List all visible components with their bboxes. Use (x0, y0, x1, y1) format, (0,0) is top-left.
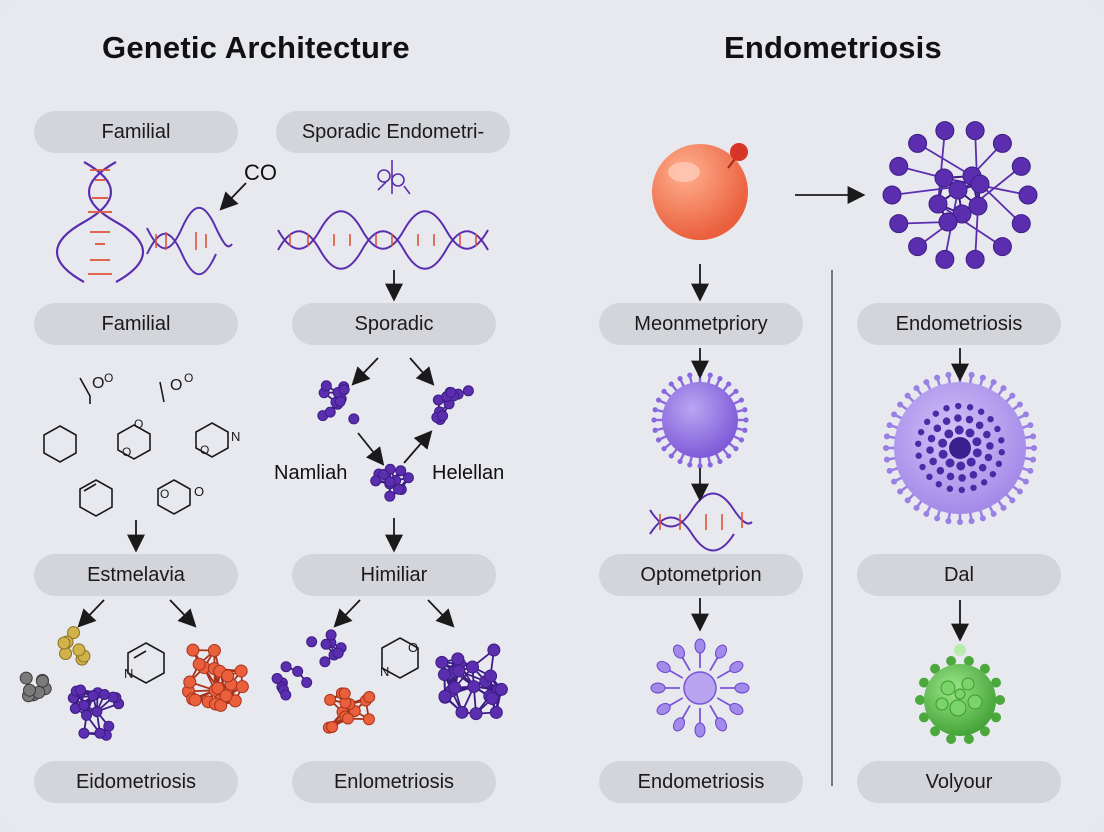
molecule-cluster (431, 385, 474, 425)
green-cell-icon (915, 644, 1005, 744)
title-endometriosis: Endometriosis (724, 30, 942, 65)
small-molecule-icon (377, 160, 411, 195)
pill-eidometriosis: Eidometriosis (34, 761, 238, 803)
molecule-cluster (306, 629, 347, 668)
svg-text:N: N (380, 664, 389, 679)
svg-text:O: O (200, 443, 209, 457)
molecule-clusters (19, 380, 508, 741)
purple-molecule-network (882, 121, 1038, 269)
helellan-label: Helellan (432, 462, 505, 484)
pill-dal: Dal (857, 554, 1061, 596)
molecule-cluster (182, 643, 249, 712)
flow-arrows (77, 182, 969, 642)
svg-text:O: O (408, 640, 418, 655)
pill-optometprion: Optometprion (599, 554, 803, 596)
molecule-cluster (370, 463, 414, 502)
pill-sporadic: Sporadic (292, 303, 496, 345)
svg-text:N: N (231, 429, 240, 444)
pill-meonmetpriory: Meonmetpriory (599, 303, 803, 345)
dna-vertical-icon (56, 161, 144, 283)
dna-right-icon (649, 492, 753, 552)
molecule-cluster (67, 684, 125, 741)
pill-volyour: Volyour (857, 761, 1061, 803)
pill-familial-top: Familial (34, 111, 238, 153)
pill-himiliar: Himiliar (292, 554, 496, 596)
pill-sporadic-top: Sporadic Endometri- (276, 111, 510, 153)
svg-text:N: N (124, 666, 133, 681)
pill-familial: Familial (34, 303, 238, 345)
svg-text:O: O (160, 487, 169, 501)
svg-text:O: O (92, 375, 104, 392)
svg-text:O: O (170, 377, 182, 394)
chemical-structures: O O O O O O N O O O N O N (43, 371, 419, 684)
svg-text:O: O (194, 484, 204, 499)
radial-cell-icon (650, 638, 750, 738)
molecule-cluster (19, 671, 52, 703)
svg-text:O: O (104, 371, 113, 385)
molecule-cluster (435, 643, 508, 721)
co-label: CO (244, 160, 277, 185)
pill-endometriosis-right-bottom: Endometriosis (599, 761, 803, 803)
title-genetic-architecture: Genetic Architecture (102, 30, 410, 65)
purple-virus-icon (651, 371, 749, 469)
molecule-cluster (322, 687, 376, 734)
pill-estmelavia: Estmelavia (34, 554, 238, 596)
molecule-cluster (317, 380, 360, 425)
molecule-cluster (271, 661, 313, 701)
pill-endometriosis-right-top: Endometriosis (857, 303, 1061, 345)
dna-small-icon (146, 207, 233, 275)
svg-text:O: O (184, 371, 193, 385)
svg-text:O: O (134, 417, 143, 431)
pill-enlometriosis: Enlometriosis (292, 761, 496, 803)
large-purple-cell-icon (883, 371, 1037, 525)
dna-long-icon (277, 210, 489, 270)
svg-text:O: O (122, 445, 131, 459)
molecule-cluster (57, 626, 91, 666)
orange-cell-icon (652, 143, 748, 240)
namliah-label: Namliah (274, 462, 348, 484)
